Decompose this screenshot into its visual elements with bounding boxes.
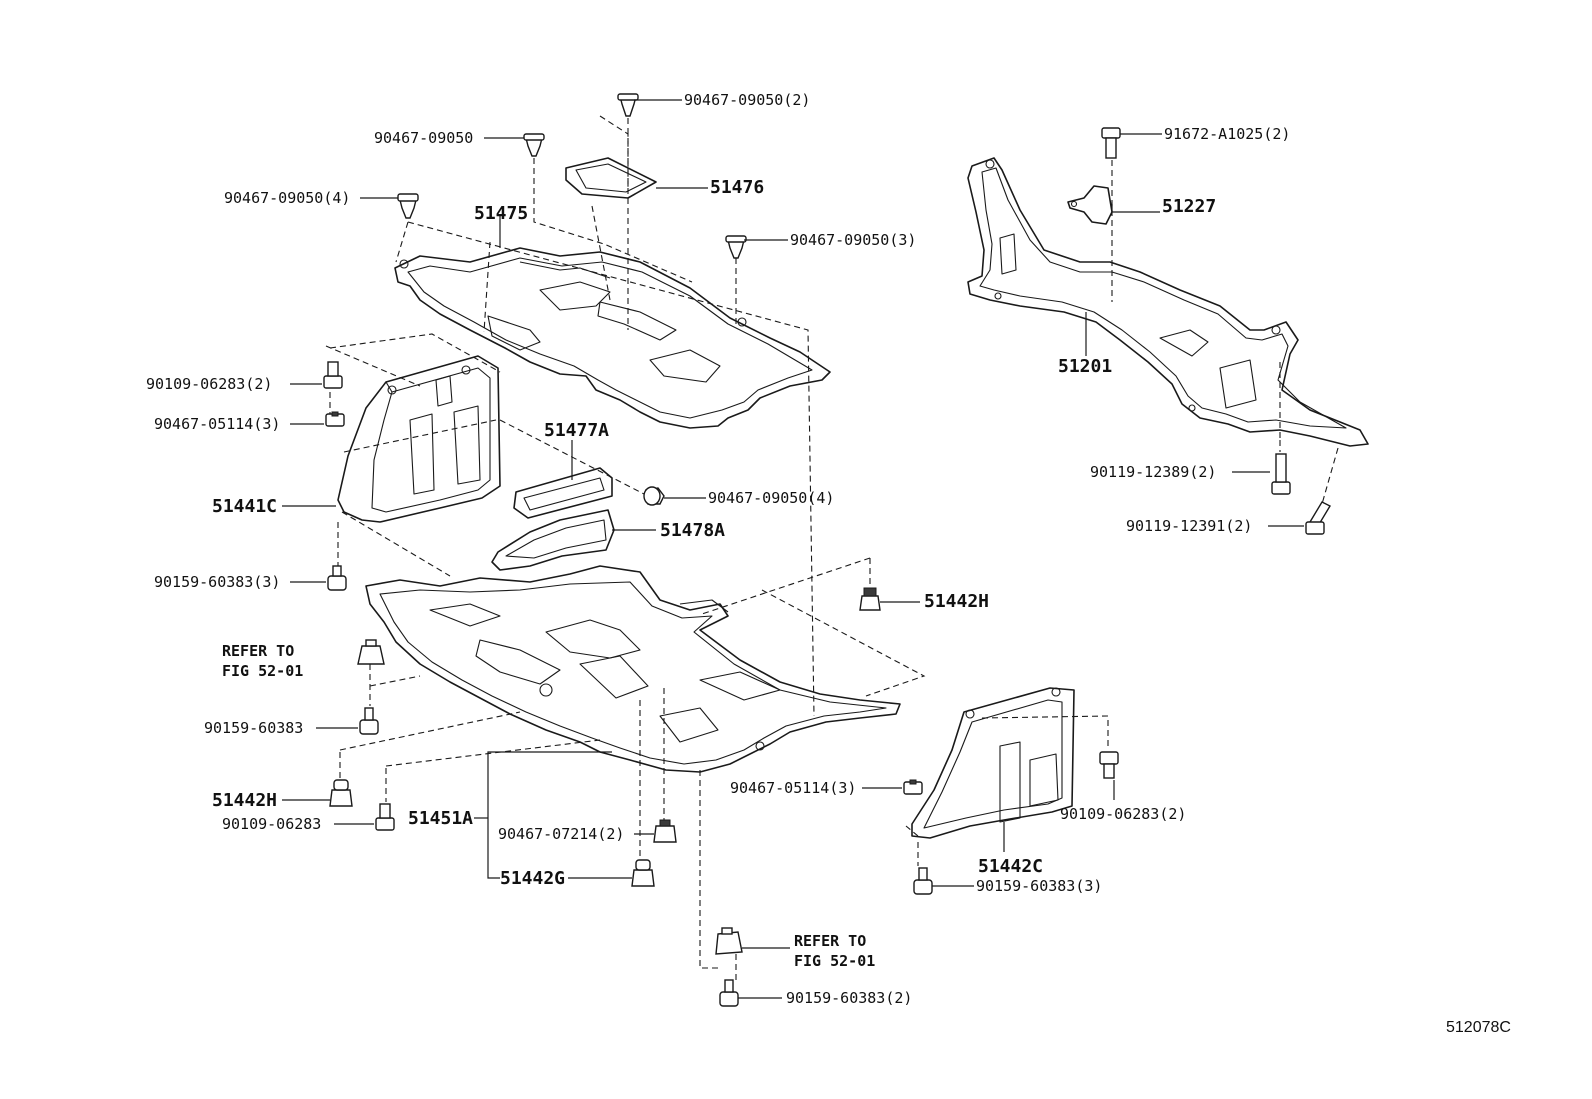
fasteners [323, 93, 1331, 1007]
clip-icon [643, 486, 665, 506]
label-90109-06283-2-b: 90109-06283(2) [1060, 805, 1186, 823]
label-51451a: 51451A [408, 808, 473, 829]
bolt-icon [1271, 453, 1291, 495]
label-51477a: 51477A [544, 420, 609, 441]
label-90467-09050-2: 90467-09050(2) [684, 91, 810, 109]
part-51475-engine-under-cover [394, 247, 831, 429]
nut-icon [325, 411, 345, 427]
label-51476: 51476 [710, 177, 764, 198]
label-51475: 51475 [474, 203, 528, 224]
bolt-icon [375, 803, 395, 831]
labels: 90467-09050(2) 90467-09050 51476 90467-0… [146, 91, 1511, 1036]
label-91672-a1025-2: 91672-A1025(2) [1164, 125, 1290, 143]
label-90159-60383: 90159-60383 [204, 719, 303, 737]
retainer-icon [631, 859, 655, 887]
part-51442c-side-cover [911, 687, 1075, 839]
part-51478a-bracket [491, 509, 615, 571]
part-51477a-cover-plate [513, 467, 613, 519]
label-51201: 51201 [1058, 356, 1112, 377]
label-90467-05114-3-b: 90467-05114(3) [730, 779, 856, 797]
clip-icon [617, 93, 639, 117]
clip-icon [725, 235, 747, 259]
retainer-icon [859, 587, 881, 611]
label-fig-52-01-2: FIG 52-01 [794, 952, 875, 970]
retainer-icon [329, 779, 353, 807]
part-51441c-side-cover [337, 355, 501, 523]
retainer-icon [653, 819, 677, 843]
label-90109-06283-2: 90109-06283(2) [146, 375, 272, 393]
label-51478a: 51478A [660, 520, 725, 541]
label-90467-09050-4: 90467-09050(4) [224, 189, 350, 207]
screw-icon [913, 867, 933, 895]
label-90159-60383-3: 90159-60383(3) [154, 573, 280, 591]
label-51442h-right: 51442H [924, 591, 989, 612]
label-refer-to-2: REFER TO [794, 932, 866, 950]
part-51201-crossmember [967, 157, 1369, 447]
label-51442h-left: 51442H [212, 790, 277, 811]
label-90159-60383-2: 90159-60383(2) [786, 989, 912, 1007]
nut-icon [903, 779, 923, 795]
bolt-icon [1305, 501, 1331, 535]
bolt-icon [1101, 127, 1121, 159]
label-90467-09050: 90467-09050 [374, 129, 473, 147]
figure-code: 512078C [1446, 1019, 1511, 1036]
label-51227: 51227 [1162, 196, 1216, 217]
bolt-icon [1099, 751, 1119, 779]
label-90467-05114-3: 90467-05114(3) [154, 415, 280, 433]
label-90467-09050-3: 90467-09050(3) [790, 231, 916, 249]
part-51476-access-plate [565, 157, 657, 199]
label-90109-06283: 90109-06283 [222, 815, 321, 833]
grommet-icon [715, 927, 743, 955]
grommet-icon [357, 639, 385, 665]
label-90119-12389-2: 90119-12389(2) [1090, 463, 1216, 481]
screw-icon [327, 565, 347, 591]
label-51441c: 51441C [212, 496, 277, 517]
screw-icon [719, 979, 739, 1007]
part-51227-bracket [1067, 185, 1113, 225]
clip-icon [397, 193, 419, 219]
bolt-icon [323, 361, 343, 389]
label-51442g: 51442G [500, 868, 565, 889]
label-90467-09050-4-b: 90467-09050(4) [708, 489, 834, 507]
screw-icon [359, 707, 379, 735]
label-refer-to-1: REFER TO [222, 642, 294, 660]
alignment-lines [325, 115, 1339, 980]
leader-lines [282, 99, 1304, 999]
clip-icon [523, 133, 545, 157]
label-51442c: 51442C [978, 856, 1043, 877]
label-90467-07214-2: 90467-07214(2) [498, 825, 624, 843]
label-fig-52-01-1: FIG 52-01 [222, 662, 303, 680]
label-90159-60383-3-b: 90159-60383(3) [976, 877, 1102, 895]
part-51451a-main-under-cover [365, 565, 901, 773]
label-90119-12391-2: 90119-12391(2) [1126, 517, 1252, 535]
